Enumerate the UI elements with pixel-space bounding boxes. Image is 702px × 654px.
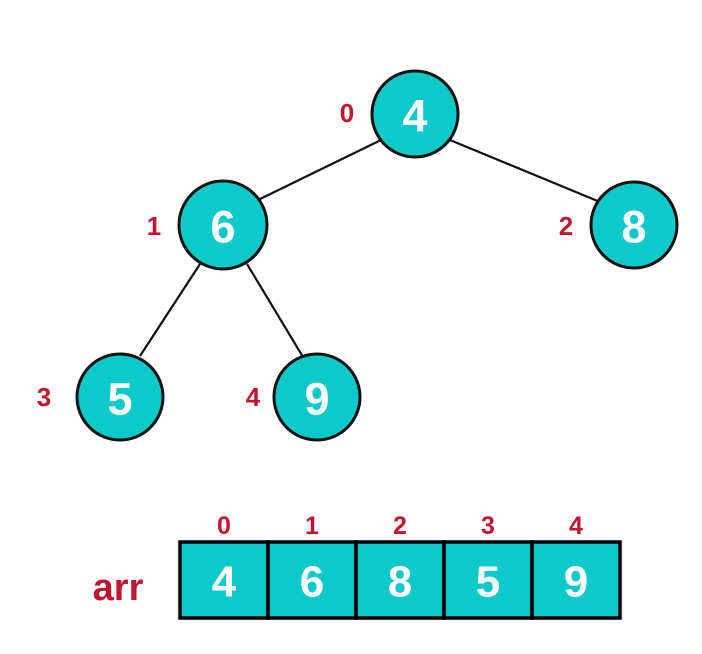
tree-node-4[interactable]: 94 <box>246 352 362 442</box>
array-cell-0[interactable]: 40 <box>178 512 270 620</box>
node-value-2: 8 <box>621 202 646 253</box>
array-cell-value-2: 8 <box>388 558 412 607</box>
node-circle-3 <box>75 352 165 442</box>
array-index-label-4: 4 <box>569 512 583 540</box>
array-cell-2[interactable]: 82 <box>354 512 446 620</box>
array-cell-4[interactable]: 94 <box>530 512 622 620</box>
node-value-0: 4 <box>402 91 427 142</box>
tree-node-2[interactable]: 82 <box>559 180 679 270</box>
array-index-label-3: 3 <box>481 512 495 540</box>
tree-node-0[interactable]: 40 <box>340 69 460 159</box>
node-circle-1 <box>177 179 269 271</box>
array-cell-value-4: 9 <box>564 558 588 607</box>
tree-edge-1-3 <box>139 263 201 357</box>
node-value-4: 9 <box>304 374 329 425</box>
array-cell-value-1: 6 <box>300 558 324 607</box>
tree-edge-0-1 <box>257 139 382 201</box>
array-cell-rect-4 <box>530 540 622 620</box>
array-cell-rect-1 <box>266 540 358 620</box>
array-cell-1[interactable]: 61 <box>266 512 358 620</box>
tree-edge-1-4 <box>246 263 304 358</box>
node-circle-4 <box>272 352 362 442</box>
array-index-label-0: 0 <box>217 512 231 540</box>
node-index-label-3: 3 <box>37 382 51 412</box>
node-index-label-4: 4 <box>246 382 261 412</box>
array-index-label-2: 2 <box>393 512 407 540</box>
array-cell-value-3: 5 <box>476 558 500 607</box>
array-cell-rect-0 <box>178 540 270 620</box>
tree-node-1[interactable]: 61 <box>147 179 269 271</box>
node-index-label-1: 1 <box>147 211 161 241</box>
tree-edge-0-2 <box>449 138 601 204</box>
node-circle-2 <box>589 180 679 270</box>
node-index-label-0: 0 <box>340 98 354 128</box>
node-circle-0 <box>370 69 460 159</box>
node-value-3: 5 <box>107 374 132 425</box>
array-cell-3[interactable]: 53 <box>442 512 534 620</box>
array-cell-rect-2 <box>354 540 446 620</box>
array-cell-value-0: 4 <box>212 558 237 607</box>
node-value-1: 6 <box>210 202 235 253</box>
tree-edges-group <box>139 138 601 358</box>
array-index-label-1: 1 <box>305 512 319 540</box>
node-index-label-2: 2 <box>559 211 573 241</box>
array-name-label: arr <box>93 567 144 609</box>
tree-node-3[interactable]: 53 <box>37 352 165 442</box>
